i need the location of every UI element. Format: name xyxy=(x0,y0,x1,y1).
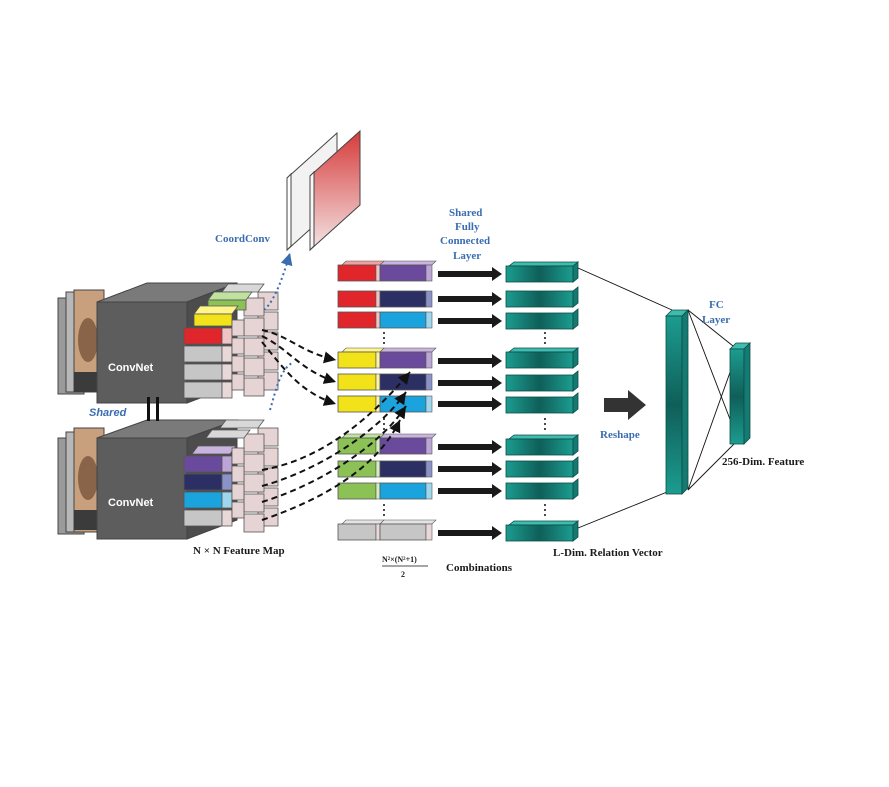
convnet-top-label: ConvNet xyxy=(108,362,154,374)
feature-256-label: 256-Dim. Feature xyxy=(722,456,804,468)
coordconv-label: CoordConv xyxy=(215,233,271,245)
combination-group-yellow xyxy=(337,347,437,413)
shared-fc-arrows xyxy=(438,267,502,540)
feature-256-vector xyxy=(729,342,751,445)
feature-map-bottom xyxy=(183,419,279,533)
convnet-bottom-label: ConvNet xyxy=(108,497,154,509)
combination-ellipsis-dots xyxy=(383,332,385,516)
combinations-numerator: N²×(N²+1) xyxy=(382,555,417,564)
reshape-arrow xyxy=(604,390,646,420)
coordconv-dotted-arrows xyxy=(263,252,293,411)
coordconv-planes xyxy=(286,129,361,252)
shared-label: Shared xyxy=(89,407,127,419)
shared-fc-label-line2: Fully xyxy=(455,221,480,233)
dashed-pairing-arrows xyxy=(261,329,411,521)
feature-map-label: N × N Feature Map xyxy=(193,545,285,557)
face-image-stack-bottom xyxy=(57,427,105,535)
shared-connector xyxy=(147,397,159,421)
combinations-label: Combinations xyxy=(446,562,513,574)
combination-group-gray xyxy=(337,519,437,541)
reshape-label: Reshape xyxy=(600,429,640,441)
shared-fc-label-line4: Layer xyxy=(453,250,481,262)
relation-ellipsis-dots xyxy=(544,332,546,516)
combinations-denominator: 2 xyxy=(401,570,405,579)
fc-layer-label-line1: FC xyxy=(709,299,724,311)
feature-map-top xyxy=(183,283,279,399)
relation-vectors xyxy=(505,261,580,542)
shared-fc-label-line3: Connected xyxy=(440,235,490,247)
combination-group-red xyxy=(337,260,437,329)
shared-fc-label-line1: Shared xyxy=(449,207,482,219)
combination-group-green xyxy=(337,433,437,500)
fc-layer-label-line2: Layer xyxy=(702,314,730,326)
relation-vector-label: L-Dim. Relation Vector xyxy=(553,547,663,559)
reshaped-vector xyxy=(665,309,689,495)
